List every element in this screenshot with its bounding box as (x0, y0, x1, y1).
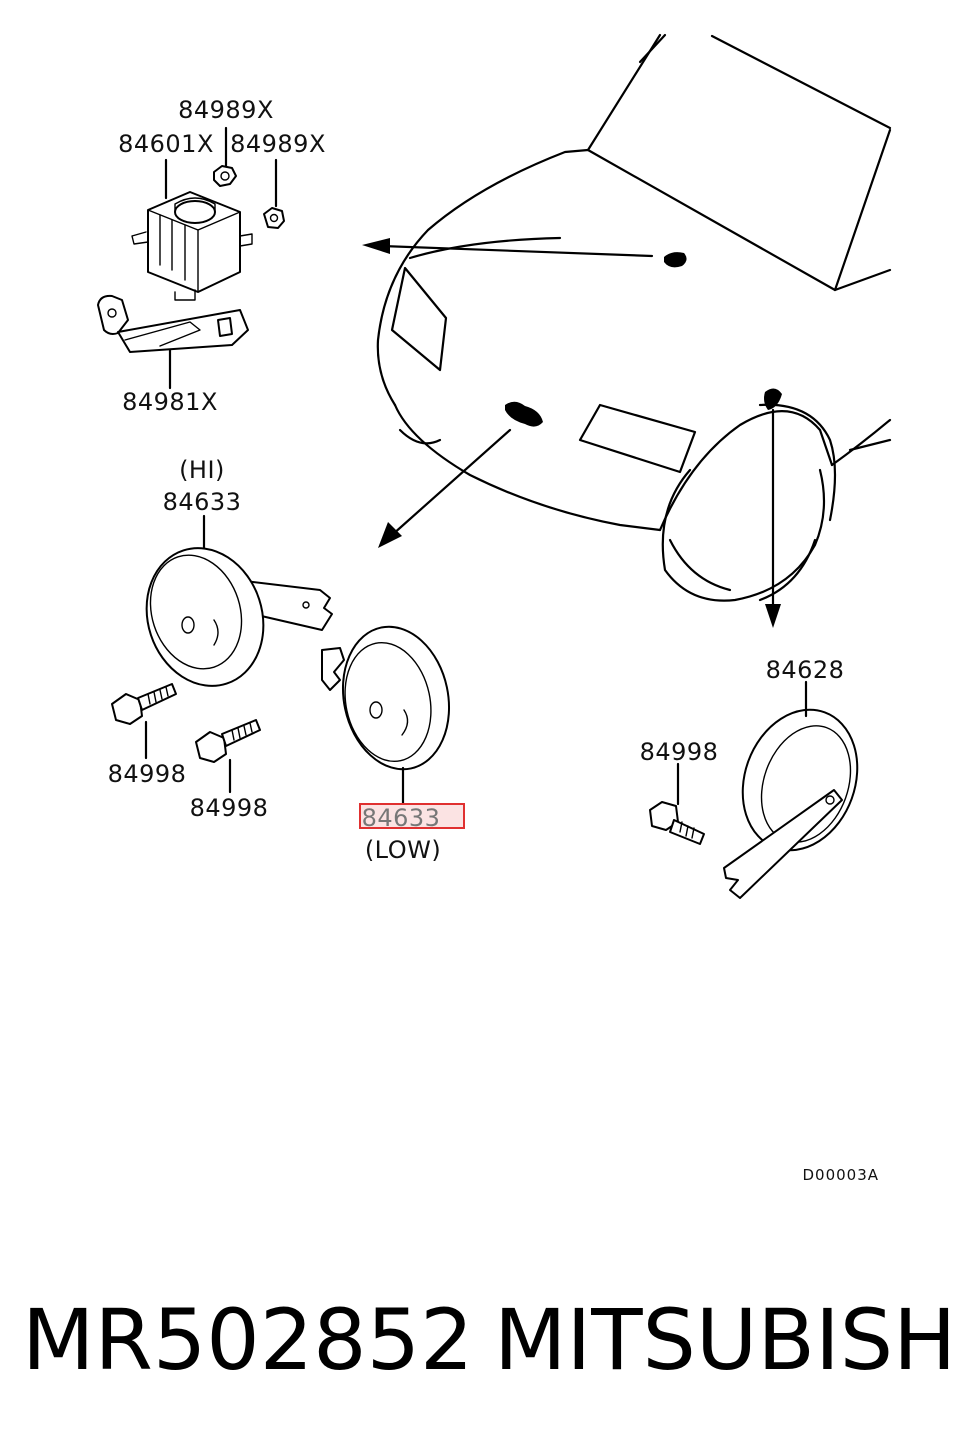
horn-relay-drawing (97, 126, 285, 390)
relay-bracket-label: 84981X (122, 388, 218, 416)
part-number: MR502852 (22, 1291, 474, 1389)
horn-right-drawing (649, 680, 859, 899)
drawing-code: D00003A (802, 1166, 879, 1184)
horn-low-highlight (359, 803, 465, 829)
footer: MR502852 MITSUBISHI (22, 1290, 960, 1390)
horn-low-label: 84633 (362, 804, 441, 832)
horn-hi-drawing (145, 514, 333, 687)
car-front-drawing (376, 33, 892, 602)
relay-label: 84601X (118, 130, 214, 158)
bolts-left-drawing (111, 683, 261, 794)
pointer-arrows (362, 238, 781, 628)
relay-nut-side-label: 84989X (230, 130, 326, 158)
bolt-right-label: 84998 (640, 738, 719, 766)
horn-hi-note: (HI) (179, 456, 225, 484)
horn-right-label: 84628 (766, 656, 845, 684)
bolt-left-1-label: 84998 (108, 760, 187, 788)
bolt-left-2-label: 84998 (190, 794, 269, 822)
horn-low-note: (LOW) (365, 836, 441, 864)
brand-name: MITSUBISHI (494, 1291, 960, 1389)
horn-hi-label: 84633 (163, 488, 242, 516)
horn-low-drawing (321, 625, 451, 806)
relay-nut-top-label: 84989X (178, 96, 274, 124)
